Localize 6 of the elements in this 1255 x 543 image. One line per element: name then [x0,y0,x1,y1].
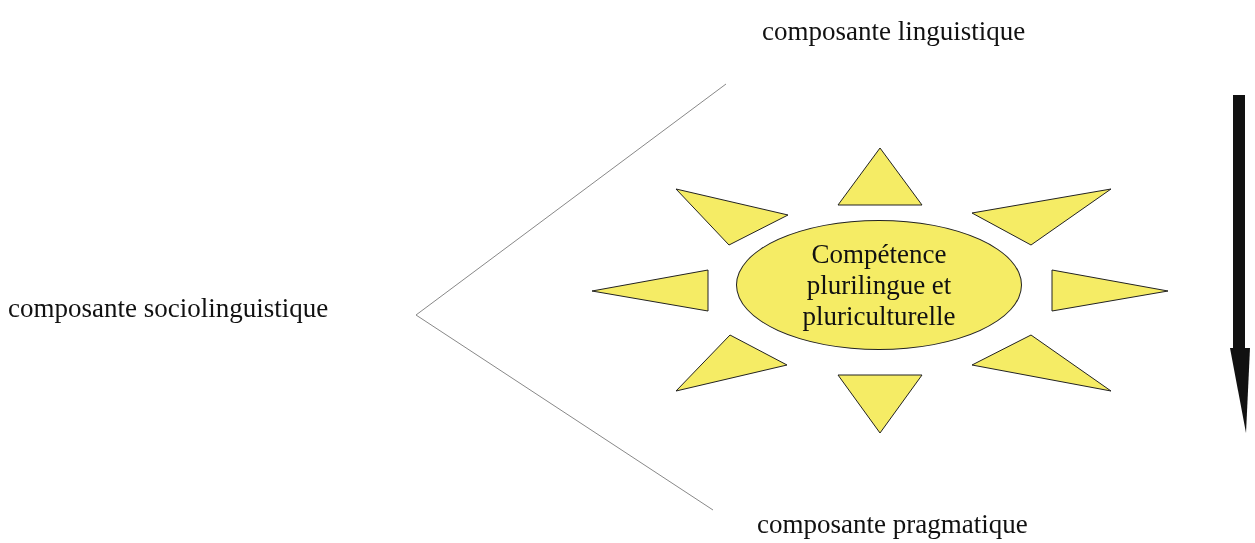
node-label: composante pragmatique [757,508,1028,540]
connector-line [415,314,714,511]
node-label: composante sociolinguistique [8,292,329,324]
node-label: Compétence plurilingue et pluriculturelle [801,238,957,332]
connector-line [415,83,727,316]
node-label: composante linguistique [762,15,1026,47]
